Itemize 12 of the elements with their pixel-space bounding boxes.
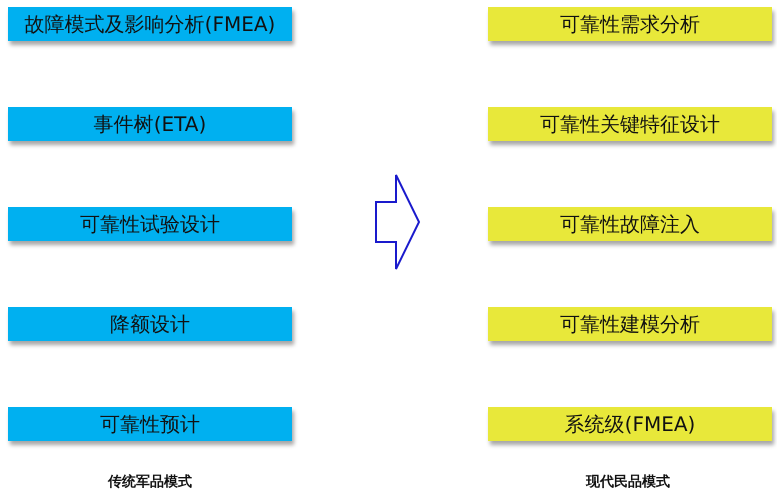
process-box: 降额设计	[8, 307, 292, 341]
process-box: 可靠性关键特征设计	[488, 107, 772, 141]
process-box: 可靠性建模分析	[488, 307, 772, 341]
process-box: 事件树(ETA)	[8, 107, 292, 141]
process-box: 系统级(FMEA)	[488, 407, 772, 441]
column-caption: 现代民品模式	[586, 473, 670, 491]
column-caption: 传统军品模式	[108, 473, 192, 491]
process-box: 故障模式及影响分析(FMEA)	[8, 7, 292, 41]
process-box: 可靠性需求分析	[488, 7, 772, 41]
process-box: 可靠性试验设计	[8, 207, 292, 241]
process-box: 可靠性预计	[8, 407, 292, 441]
process-box: 可靠性故障注入	[488, 207, 772, 241]
